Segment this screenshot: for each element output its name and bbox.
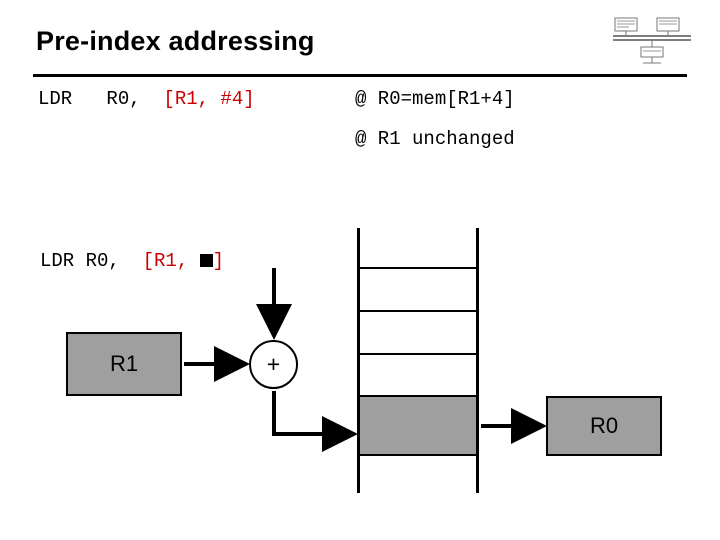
memory-divider [357,454,479,456]
memory-rail-right [476,228,479,493]
page-title: Pre-index addressing [36,26,315,56]
register-box-r1: R1 [66,332,182,396]
memory-divider [357,267,479,269]
adder-node: + [249,340,298,389]
code-line-1-prefix: LDR R0, [38,88,164,110]
schematic-logo-icon [613,16,691,66]
memory-rail-left [357,228,360,493]
title-divider [33,74,687,77]
code-line-2-operand-open: [R1, [142,250,200,272]
memory-cell-highlighted [360,395,476,454]
code-line-1: LDR R0, [R1, #4] [38,88,255,110]
offset-placeholder-icon [199,254,213,267]
code-line-1-operand: [R1, #4] [163,88,255,110]
code-comment-2: @ R1 unchanged [355,128,515,150]
register-box-r0: R0 [546,396,662,456]
code-line-2-prefix: LDR R0, [40,250,143,272]
memory-column [357,228,479,493]
memory-divider [357,310,479,312]
code-line-2: LDR R0, [R1, ] [40,250,224,272]
code-line-2-operand-close: ] [212,250,225,272]
code-comment-1: @ R0=mem[R1+4] [355,88,515,110]
memory-divider [357,395,479,397]
memory-divider [357,353,479,355]
arrow-adder-to-memory [272,391,358,452]
